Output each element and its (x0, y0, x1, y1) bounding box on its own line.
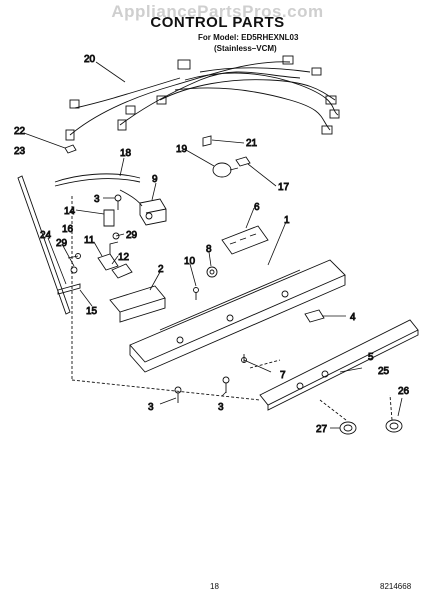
assembly-guide-lines (71, 196, 393, 421)
damper-control-part[interactable] (97, 241, 133, 279)
callout-10: 10 (184, 256, 196, 267)
control-board-part[interactable] (221, 225, 269, 255)
callout-5: 5 (368, 352, 374, 363)
callout-12: 12 (118, 252, 130, 263)
callout-19: 19 (176, 144, 188, 155)
callout-8: 8 (206, 244, 212, 255)
callout-16: 16 (62, 224, 74, 235)
screw-10-part[interactable] (193, 287, 199, 301)
knob-27-part[interactable] (339, 421, 357, 435)
callout-4: 4 (350, 312, 356, 323)
callout-15: 15 (86, 306, 98, 317)
spring-part[interactable] (75, 253, 81, 259)
callout-17: 17 (278, 182, 290, 193)
callout-25: 25 (378, 366, 390, 377)
screw-7-part[interactable] (241, 354, 247, 363)
thermostat-part[interactable] (119, 189, 167, 226)
callout-26: 26 (398, 386, 410, 397)
callout-29-lower: 29 (56, 238, 68, 249)
document-code: 8214668 (380, 582, 412, 591)
page-title: CONTROL PARTS (150, 14, 285, 31)
callout-22: 22 (14, 126, 26, 137)
sensor-tube-part[interactable] (54, 173, 141, 187)
lamp-socket-part[interactable] (206, 266, 218, 278)
lamp-holder-part[interactable] (235, 156, 251, 167)
wire-clip-part[interactable] (64, 144, 77, 154)
screw-part[interactable] (222, 376, 230, 393)
callout-3-top: 3 (94, 194, 100, 205)
page-number: 18 (210, 582, 219, 591)
callout-20: 20 (84, 54, 96, 65)
callout-11: 11 (84, 235, 95, 246)
watermark-text: AppliancePartsPros.com (111, 2, 324, 21)
knob-26-part[interactable] (385, 419, 403, 433)
callout-21: 21 (246, 138, 258, 149)
washer-part[interactable] (70, 266, 78, 274)
side-bracket-part[interactable] (17, 175, 71, 315)
control-panel-part[interactable] (259, 319, 419, 411)
lamp-bulb-part[interactable] (212, 162, 239, 178)
thermostat-bracket-part[interactable] (103, 209, 115, 227)
callout-3-left: 3 (148, 402, 154, 413)
screw-part[interactable] (174, 386, 182, 403)
lamp-clip-part[interactable] (202, 135, 212, 147)
callout-6: 6 (254, 202, 260, 213)
wire-harness-part[interactable] (65, 55, 340, 141)
callout-24: 24 (40, 230, 52, 241)
callout-18: 18 (120, 148, 132, 159)
callout-2: 2 (158, 264, 164, 275)
washer-part[interactable] (112, 232, 120, 240)
callout-23: 23 (14, 146, 26, 157)
variant-line: (Stainless–VCM) (214, 44, 277, 53)
callout-1: 1 (284, 215, 290, 226)
screw-part[interactable] (114, 194, 122, 210)
housing-clip-part[interactable] (304, 309, 325, 323)
callout-27: 27 (316, 424, 328, 435)
model-line: For Model: ED5RHEXNL03 (198, 33, 299, 42)
callout-7: 7 (280, 370, 286, 381)
callout-29-upper: 29 (126, 230, 138, 241)
control-housing-part[interactable] (129, 259, 346, 373)
shaft-part[interactable] (57, 283, 81, 295)
callout-3-right: 3 (218, 402, 224, 413)
control-bracket-part[interactable] (109, 285, 166, 323)
leader-lines (23, 61, 403, 429)
callout-14: 14 (64, 206, 76, 217)
callout-9: 9 (152, 174, 158, 185)
